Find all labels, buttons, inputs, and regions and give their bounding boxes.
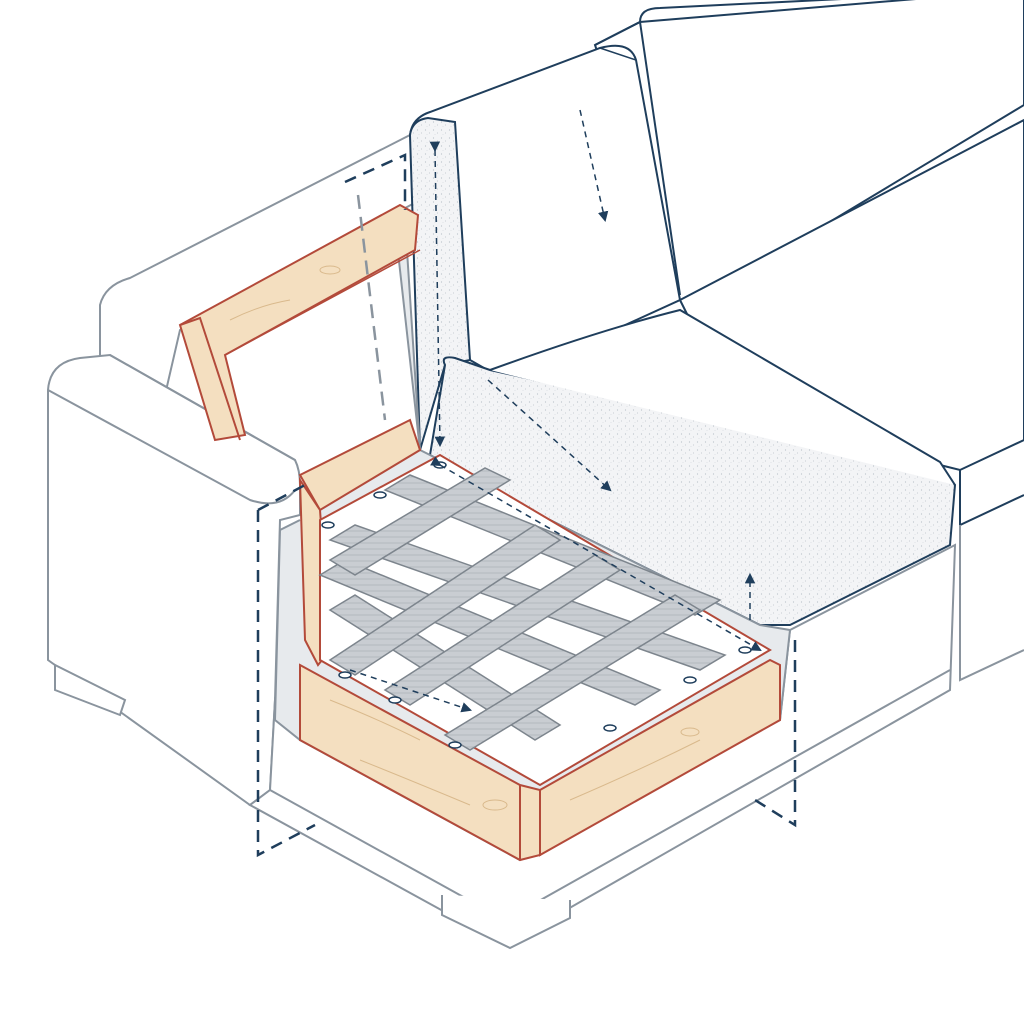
- cut-line-left: [256, 483, 316, 858]
- backrest-wood-frame: [178, 203, 421, 442]
- feet: [54, 663, 571, 950]
- arrow-cushion: [579, 109, 609, 223]
- arrow-back-height: [429, 141, 446, 448]
- cut-line-back: [344, 153, 407, 210]
- cut-lines: [256, 153, 797, 858]
- cut-line-right: [754, 640, 797, 828]
- back-shell: [99, 133, 422, 397]
- arrow-seat-width: [430, 456, 762, 652]
- arm-left: [47, 353, 301, 807]
- grey-dash-guide: [356, 194, 387, 421]
- dimension-arrows: [349, 109, 762, 713]
